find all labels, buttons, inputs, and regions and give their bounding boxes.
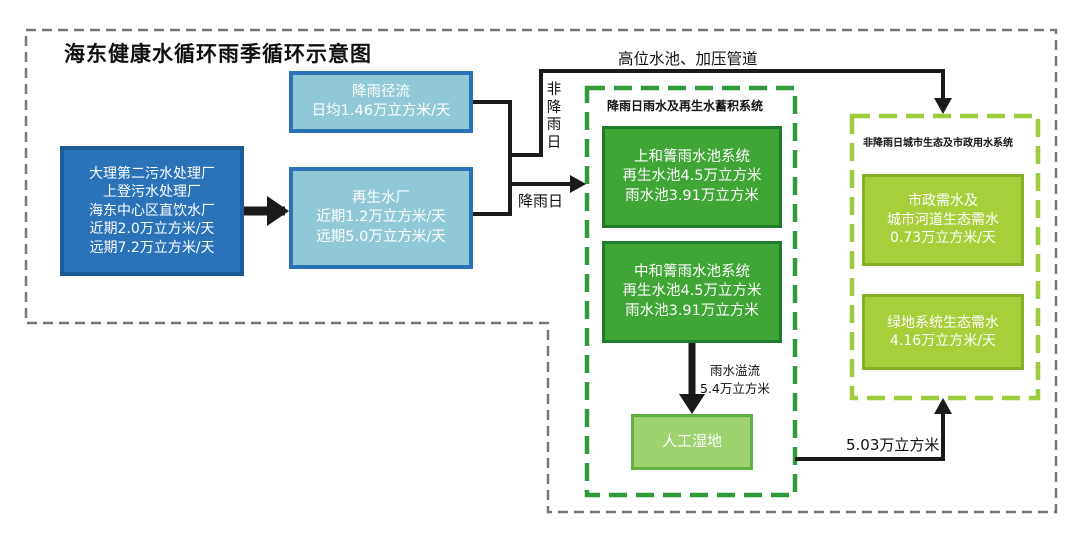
- overflow-line: 雨水溢流: [709, 363, 760, 378]
- wetland-box: 人工湿地: [631, 414, 753, 470]
- storage-system-title: 降雨日雨水及再生水蓄积系统: [607, 99, 764, 113]
- runoff-to-merge-line: [473, 100, 512, 182]
- rain-day-arrowhead: [570, 175, 586, 193]
- municipal-demand-box: 市政需水及 城市河道生态需水 0.73万立方米/天: [862, 174, 1024, 266]
- non-rain-day-label: 非降雨日: [546, 82, 562, 152]
- municipal-line: 0.73万立方米/天: [890, 230, 996, 247]
- overflow-line: 5.4万立方米: [700, 380, 770, 396]
- reclaim-line: 再生水厂: [352, 190, 410, 207]
- overflow-arrowhead: [679, 394, 705, 414]
- source-line: 上登污水处理厂: [103, 184, 201, 201]
- runoff-line: 降雨径流: [352, 83, 410, 100]
- source-line: 远期7.2万立方米/天: [89, 239, 215, 256]
- green-line: 4.16万立方米/天: [890, 333, 996, 349]
- rain-day-label: 降雨日: [518, 192, 564, 210]
- high-pool-label: 高位水池、加压管道: [618, 50, 758, 68]
- rain-runoff-box: 降雨径流 日均1.46万立方米/天: [289, 71, 473, 133]
- runoff-line: 日均1.46万立方米/天: [311, 103, 451, 119]
- outer-boundary: [24, 28, 1058, 514]
- zhonghe-line: 中和箐雨水池系统: [634, 264, 750, 281]
- eco-system-boundary: [849, 113, 1041, 401]
- source-plants-box: 大理第二污水处理厂 上登污水处理厂 海东中心区直饮水厂 近期2.0万立方米/天 …: [60, 146, 244, 276]
- green-line: 绿地系统生态需水: [887, 314, 999, 331]
- wetland-label: 人工湿地: [661, 432, 722, 451]
- reclaim-to-merge-line: [473, 182, 512, 216]
- reclaimed-water-plant-box: 再生水厂 近期1.2万立方米/天 远期5.0万立方米/天: [289, 167, 473, 269]
- high-pool-arrowhead: [934, 98, 952, 114]
- zhonghe-pool-box: 中和箐雨水池系统 再生水池4.5万立方米 雨水池3.91万立方米: [602, 241, 782, 343]
- shanghe-pool-box: 上和箐雨水池系统 再生水池4.5万立方米 雨水池3.91万立方米: [602, 126, 782, 228]
- municipal-line: 城市河道生态需水: [887, 211, 999, 228]
- reclaim-line: 近期1.2万立方米/天: [316, 209, 446, 226]
- wetland-to-eco-line: [795, 412, 945, 461]
- zhonghe-line: 雨水池3.91万立方米: [625, 302, 759, 319]
- green-demand-box: 绿地系统生态需水 4.16万立方米/天: [862, 294, 1024, 370]
- shanghe-line: 雨水池3.91万立方米: [625, 187, 759, 204]
- high-pool-line: [510, 69, 945, 157]
- wetland-flow-label: 5.03万立方米: [846, 436, 940, 454]
- wetland-to-eco-arrowhead: [934, 398, 952, 414]
- reclaim-line: 远期5.0万立方米/天: [316, 228, 446, 245]
- source-line: 大理第二污水处理厂: [89, 165, 215, 182]
- shanghe-line: 再生水池4.5万立方米: [622, 168, 762, 185]
- storage-system-boundary: [584, 85, 798, 498]
- source-to-reclaim-arrowhead: [267, 196, 289, 226]
- shanghe-line: 上和箐雨水池系统: [634, 149, 750, 166]
- source-line: 海东中心区直饮水厂: [89, 202, 215, 219]
- zhonghe-line: 再生水池4.5万立方米: [622, 283, 762, 300]
- eco-system-title: 非降雨日城市生态及市政用水系统: [863, 138, 1013, 149]
- source-line: 近期2.0万立方米/天: [89, 221, 215, 238]
- municipal-line: 市政需水及: [908, 193, 978, 210]
- overflow-label: 雨水溢流 5.4万立方米: [700, 362, 770, 397]
- diagram-title: 海东健康水循环雨季循环示意图: [64, 42, 372, 66]
